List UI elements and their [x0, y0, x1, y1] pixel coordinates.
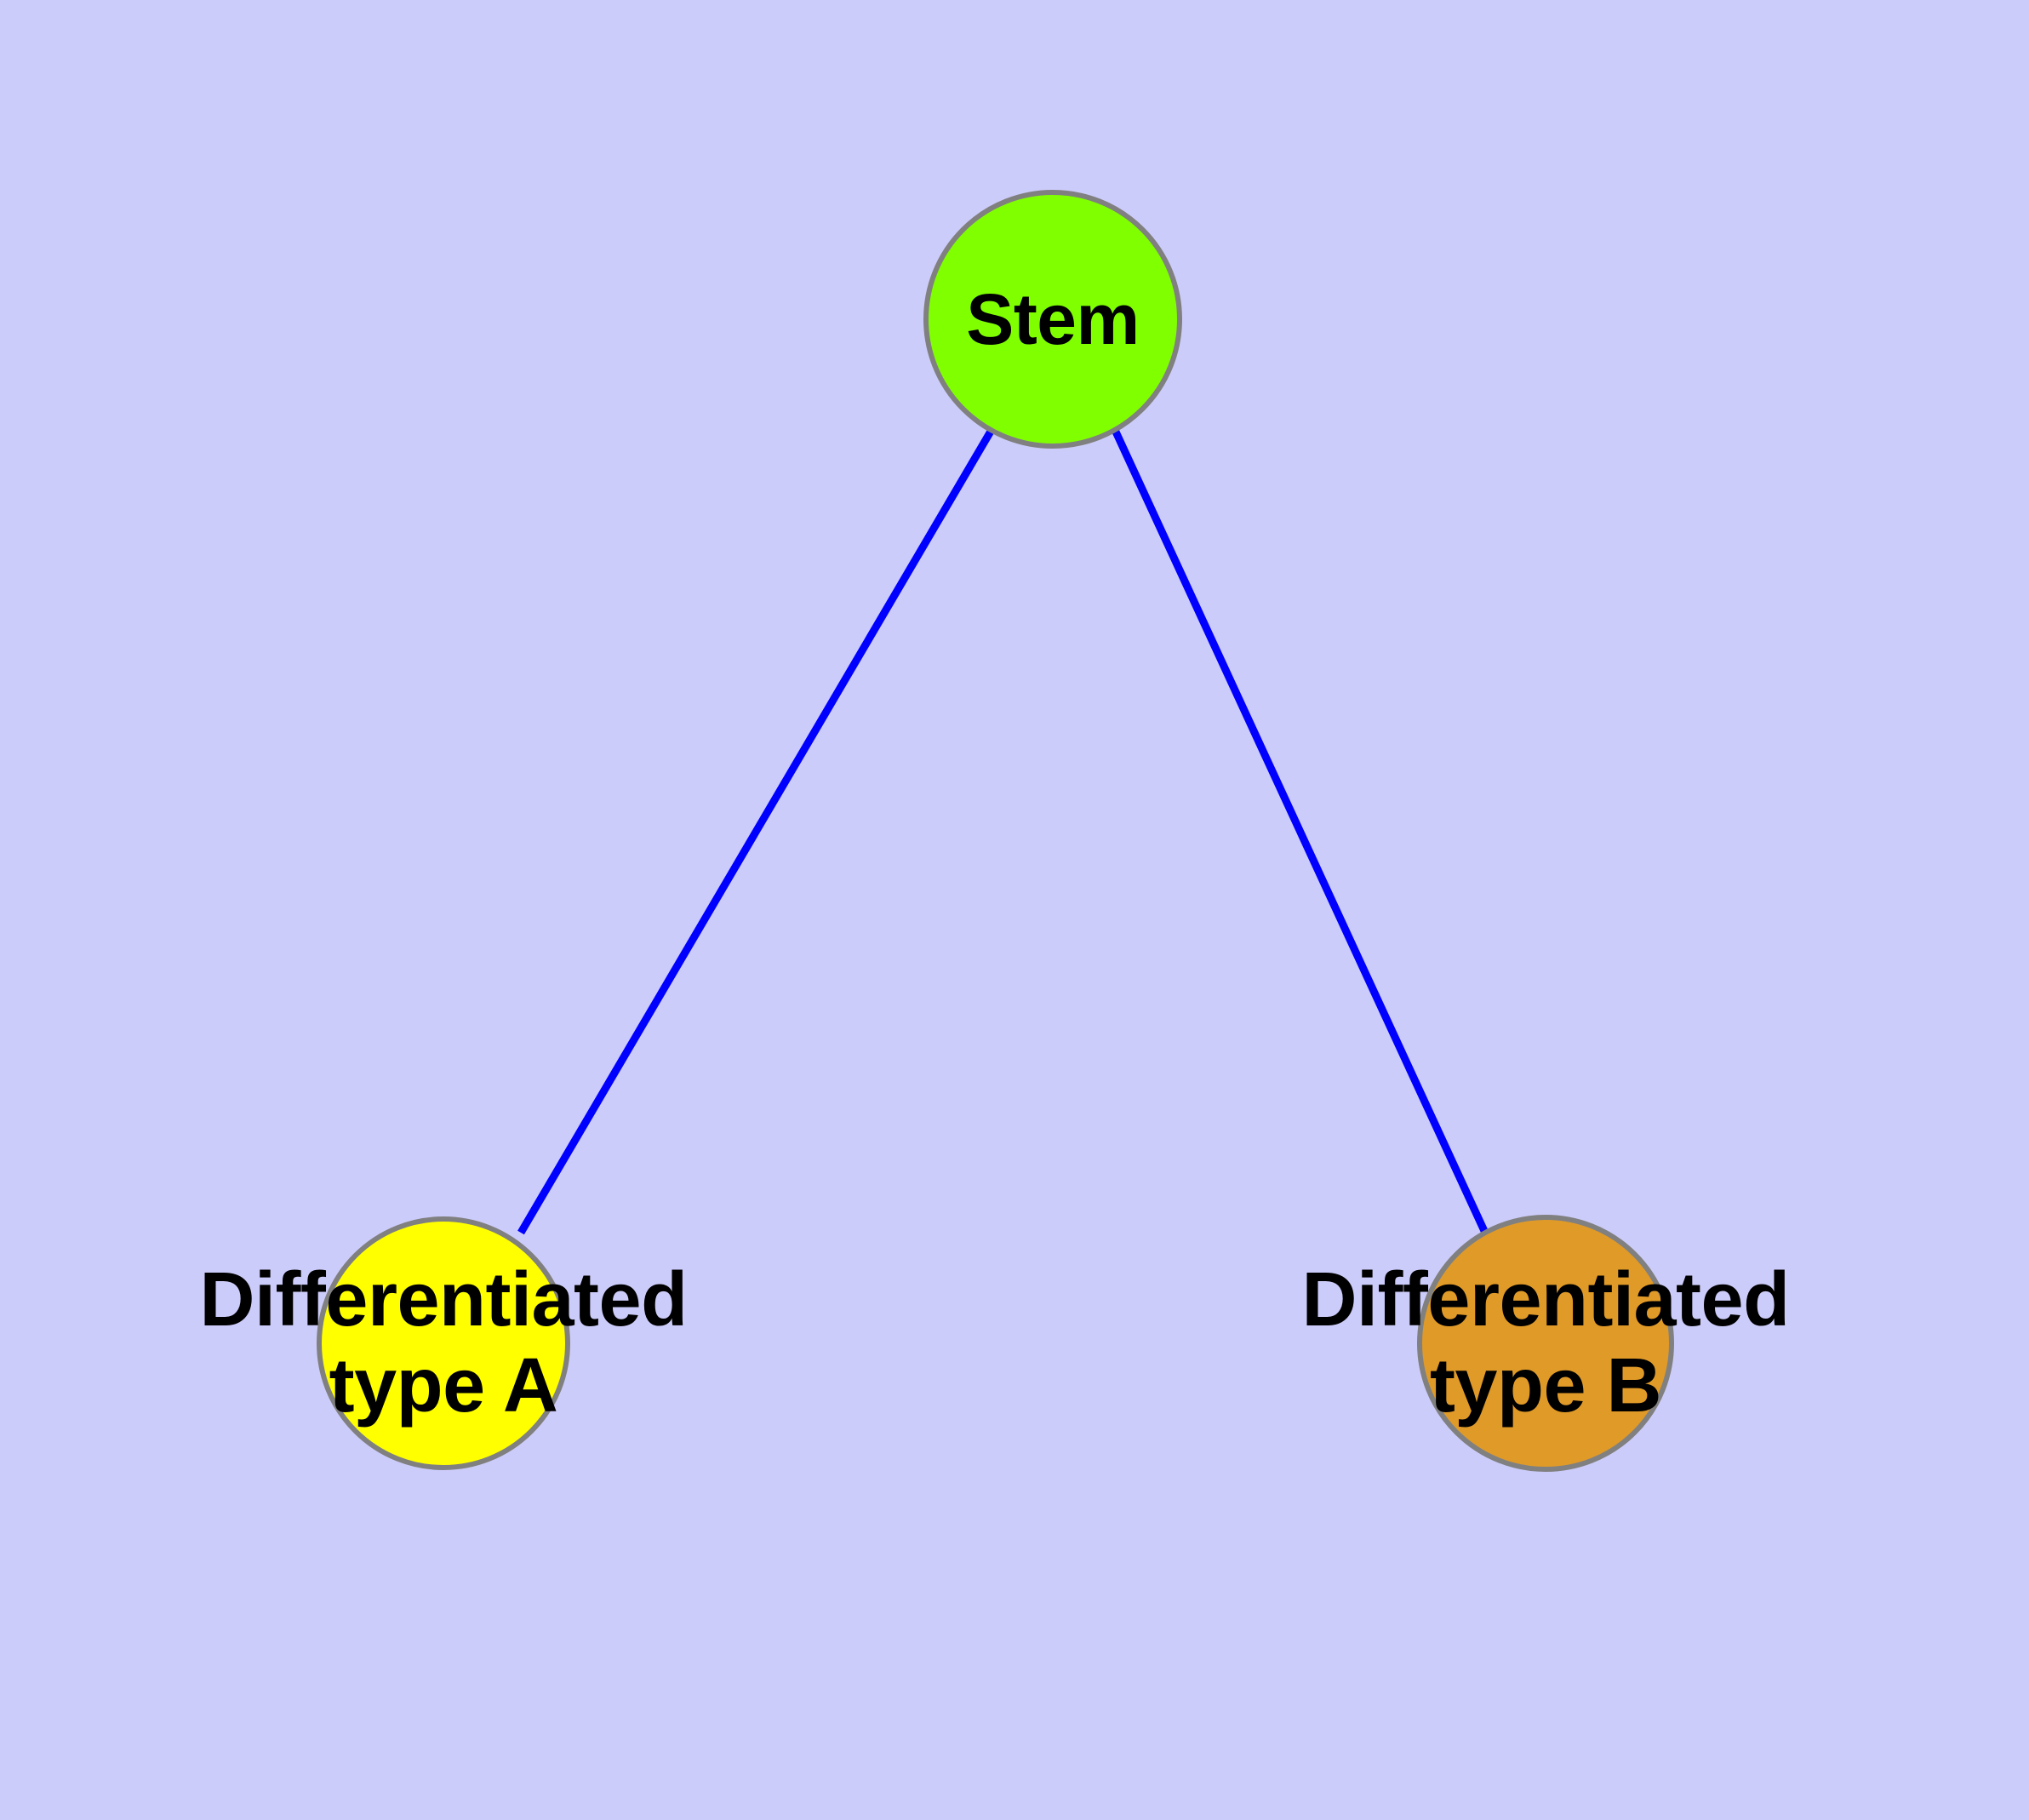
node-stem-circle[interactable]: [923, 190, 1182, 449]
edge-layer: [517, 427, 1489, 1235]
node-diff-type-b-circle[interactable]: [1417, 1215, 1674, 1472]
edge-stem-to-diff-type-a[interactable]: [517, 427, 995, 1235]
edge-stem-to-diff-type-b[interactable]: [1111, 428, 1489, 1233]
node-diff-type-a-circle[interactable]: [317, 1216, 570, 1470]
node-layer: [317, 190, 1674, 1472]
